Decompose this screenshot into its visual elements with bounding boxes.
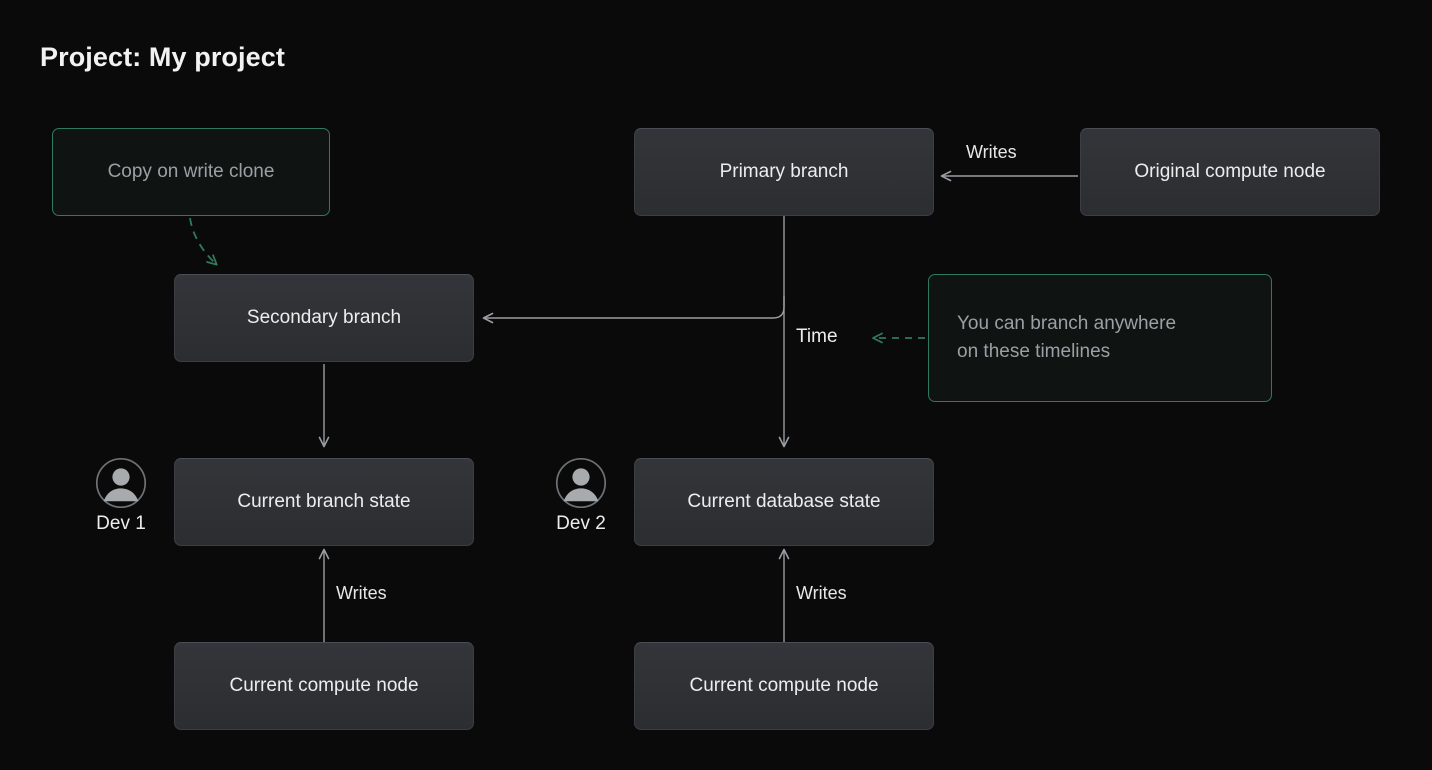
note-line-2: on these timelines: [957, 341, 1111, 362]
page-title: Project: My project: [40, 42, 285, 72]
node-branch-anywhere-note[interactable]: You can branch anywhere on these timelin…: [928, 274, 1272, 402]
node-label: Original compute node: [1134, 161, 1326, 182]
user-avatar-icon: [95, 457, 147, 509]
node-label: Copy on write clone: [107, 161, 275, 183]
node-current-compute-node-left[interactable]: Current compute node: [174, 642, 474, 730]
node-copy-on-write-clone[interactable]: Copy on write clone: [52, 128, 330, 216]
node-label: Current compute node: [689, 675, 879, 696]
axis-label-time: Time: [796, 326, 838, 347]
node-label: Primary branch: [719, 161, 849, 182]
dev-2: Dev 2: [548, 457, 614, 535]
node-original-compute-node[interactable]: Original compute node: [1080, 128, 1380, 216]
node-label: Current compute node: [229, 675, 419, 696]
dev-name: Dev 1: [96, 513, 146, 534]
node-secondary-branch[interactable]: Secondary branch: [174, 274, 474, 362]
node-label: Current database state: [687, 491, 881, 512]
node-label: Current branch state: [237, 491, 411, 512]
note-line-1: You can branch anywhere: [957, 313, 1177, 335]
node-current-branch-state[interactable]: Current branch state: [174, 458, 474, 546]
node-label: Secondary branch: [246, 307, 402, 328]
edge-label-writes-top: Writes: [966, 142, 1017, 162]
node-current-compute-node-right[interactable]: Current compute node: [634, 642, 934, 730]
edge-label-writes-right: Writes: [796, 583, 847, 603]
dev-name: Dev 2: [556, 513, 606, 534]
user-avatar-icon: [555, 457, 607, 509]
edge-primary-to-secondary: [482, 296, 785, 324]
node-current-database-state[interactable]: Current database state: [634, 458, 934, 546]
node-primary-branch[interactable]: Primary branch: [634, 128, 934, 216]
note-text: You can branch anywhere on these timelin…: [957, 310, 1176, 365]
edge-cow-clone-to-secondary: [189, 217, 218, 266]
edge-label-writes-left: Writes: [336, 583, 387, 603]
dev-1: Dev 1: [88, 457, 154, 535]
